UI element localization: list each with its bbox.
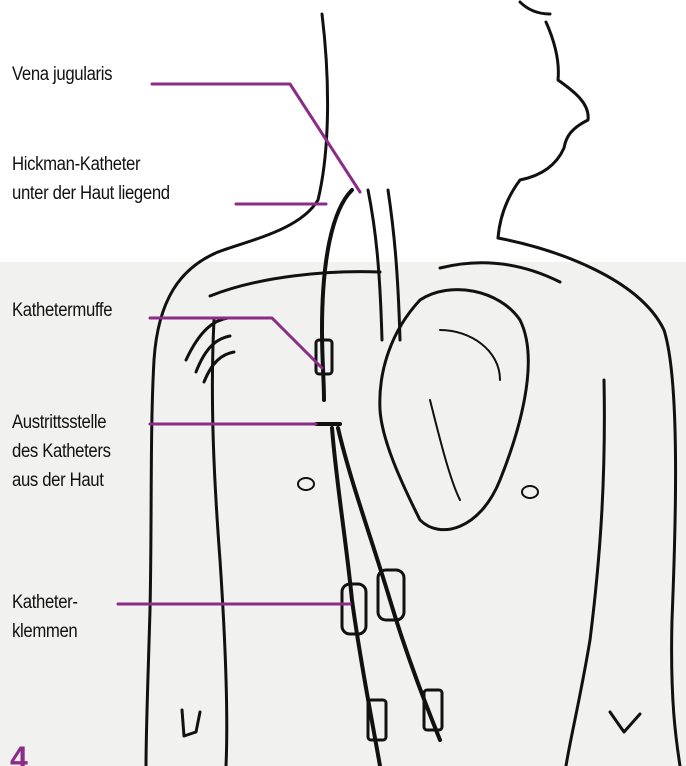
- neck-back: [218, 14, 328, 252]
- leader-kathetermuffe: [150, 318, 322, 368]
- heart-outline: [380, 290, 528, 530]
- label-vena-jugularis: Vena jugularis: [12, 60, 112, 89]
- left-inner-arm: [212, 320, 226, 766]
- right-hand: [610, 712, 640, 732]
- catheter-tube: [322, 190, 352, 400]
- figure-number: 4: [10, 742, 28, 766]
- label-kathetermuffe: Kathetermuffe: [12, 296, 112, 325]
- clavicle-right: [440, 263, 560, 282]
- heart-inner: [430, 330, 500, 500]
- right-inner-arm: [566, 380, 604, 766]
- clavicle-left: [210, 272, 380, 296]
- left-nipple: [298, 478, 314, 490]
- left-hand: [182, 710, 200, 736]
- axilla-lines: [186, 318, 234, 382]
- right-shoulder-arm: [498, 238, 680, 766]
- label-austrittsstelle: Austrittsstelle des Katheters aus der Ha…: [12, 408, 111, 495]
- vena-cava: [368, 190, 400, 340]
- right-nipple: [522, 486, 538, 498]
- face-profile: [498, 2, 588, 238]
- label-hickman-katheter: Hickman-Katheter unter der Haut liegend: [12, 150, 170, 208]
- label-katheterklemmen: Katheter- klemmen: [12, 588, 78, 646]
- catheter-limb-a: [332, 428, 380, 766]
